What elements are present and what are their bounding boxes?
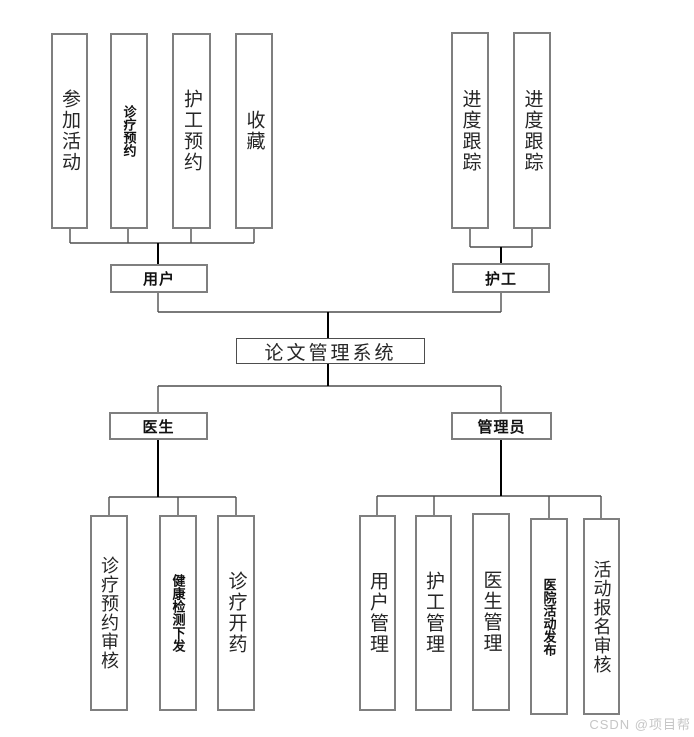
node-label: 医院活动发布 <box>541 577 557 656</box>
node-user: 用户 <box>110 264 208 293</box>
node-label: 进度跟踪 <box>521 88 543 173</box>
node-label: 医生 <box>142 418 175 436</box>
node-label: 用户 <box>142 271 175 288</box>
node-caregiver: 护工 <box>452 263 550 293</box>
node-label: 进度跟踪 <box>459 88 481 173</box>
bracket-user-features <box>69 229 255 244</box>
node-hospital-activity-publish: 医院活动发布 <box>530 518 568 715</box>
node-treatment-prescribe: 诊疗开药 <box>217 515 255 711</box>
node-user-management: 用户管理 <box>359 515 396 711</box>
node-doctor-management: 医生管理 <box>472 513 510 711</box>
node-label: 诊疗预约 <box>121 105 137 157</box>
node-favorites: 收藏 <box>235 33 273 229</box>
node-caregiver-booking: 护工预约 <box>172 33 211 229</box>
node-label: 参加活动 <box>59 89 80 173</box>
bracket-caregiver-features <box>469 229 533 248</box>
trunk-lines <box>157 243 502 497</box>
node-admin: 管理员 <box>451 412 552 440</box>
node-progress-tracking-2: 进度跟踪 <box>513 32 551 229</box>
node-treatment-booking-review: 诊疗预约审核 <box>90 515 128 711</box>
node-label: 诊疗预约审核 <box>99 556 119 670</box>
node-label: 医生管理 <box>480 570 502 654</box>
node-progress-tracking-1: 进度跟踪 <box>451 32 489 229</box>
node-label: 用户管理 <box>367 571 388 655</box>
watermark: CSDN @项目帮 <box>589 717 691 732</box>
node-label: 诊疗开药 <box>225 571 247 655</box>
bracket-top-to-root <box>157 293 502 313</box>
node-caregiver-management: 护工管理 <box>415 515 452 711</box>
bracket-admin-features <box>376 495 602 518</box>
node-label: 管理员 <box>477 418 526 436</box>
node-label: 健康检测下发 <box>170 574 186 652</box>
node-health-check-issue: 健康检测下发 <box>159 515 197 711</box>
node-label: 护工管理 <box>423 571 444 655</box>
node-root-system: 论文管理系统 <box>236 338 425 364</box>
bracket-doctor-features <box>108 496 237 515</box>
node-activity-signup-review: 活动报名审核 <box>583 518 620 715</box>
bracket-root-to-bottom <box>157 385 502 412</box>
node-label: 护工预约 <box>181 89 202 173</box>
node-doctor: 医生 <box>109 412 208 440</box>
node-label: 活动报名审核 <box>591 559 612 674</box>
node-label: 护工 <box>484 270 517 288</box>
node-join-activity: 参加活动 <box>51 33 88 229</box>
node-treatment-booking: 诊疗预约 <box>110 33 148 229</box>
node-label: 收藏 <box>243 110 265 152</box>
root-label: 论文管理系统 <box>264 342 397 364</box>
